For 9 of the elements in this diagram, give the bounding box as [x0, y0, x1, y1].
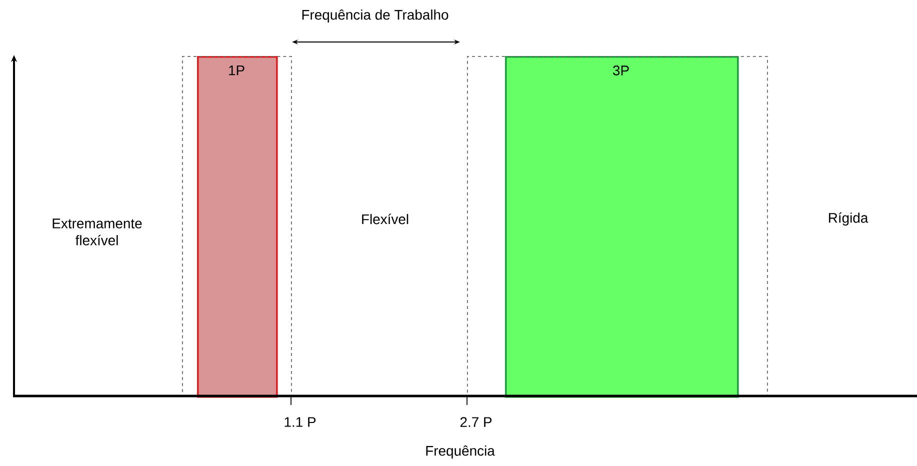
band: 1P: [197, 56, 278, 398]
dimension-label: Frequência de Trabalho: [302, 9, 448, 23]
region-label: Flexível: [362, 214, 408, 224]
tick-label: 2.7 P: [460, 417, 492, 427]
axis-title: Frequência: [426, 445, 495, 458]
band: 3P: [505, 56, 739, 398]
tick-label: 1.1 P: [284, 417, 316, 427]
region-label: Rígida: [828, 212, 868, 226]
region-label: Extremamente flexível: [52, 218, 142, 246]
